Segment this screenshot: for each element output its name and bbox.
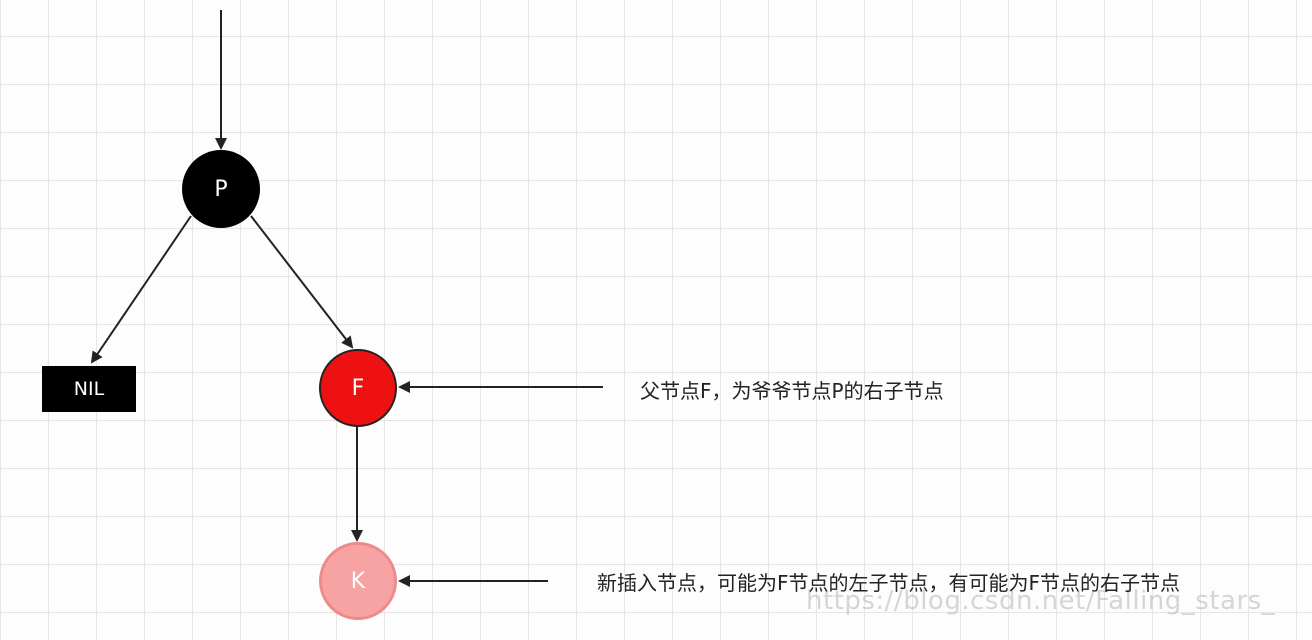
node-f: F — [319, 349, 397, 427]
watermark: https://blog.csdn.net/Falling_stars_ — [806, 586, 1276, 616]
annotation-parent-f: 父节点F，为爷爷节点P的右子节点 — [640, 379, 944, 403]
annotation-new-node-k: 新插入节点，可能为F节点的左子节点，有可能为F节点的右子节点 — [597, 571, 1181, 595]
node-p: P — [182, 150, 260, 228]
edge-p-to-nil — [90, 215, 192, 364]
node-nil-label: NIL — [73, 378, 105, 400]
edge-p-to-f — [250, 215, 354, 349]
node-nil: NIL — [42, 366, 136, 412]
node-k-label: K — [350, 568, 366, 594]
node-k: K — [319, 542, 397, 620]
node-f-label: F — [351, 375, 365, 401]
node-p-label: P — [214, 176, 228, 202]
